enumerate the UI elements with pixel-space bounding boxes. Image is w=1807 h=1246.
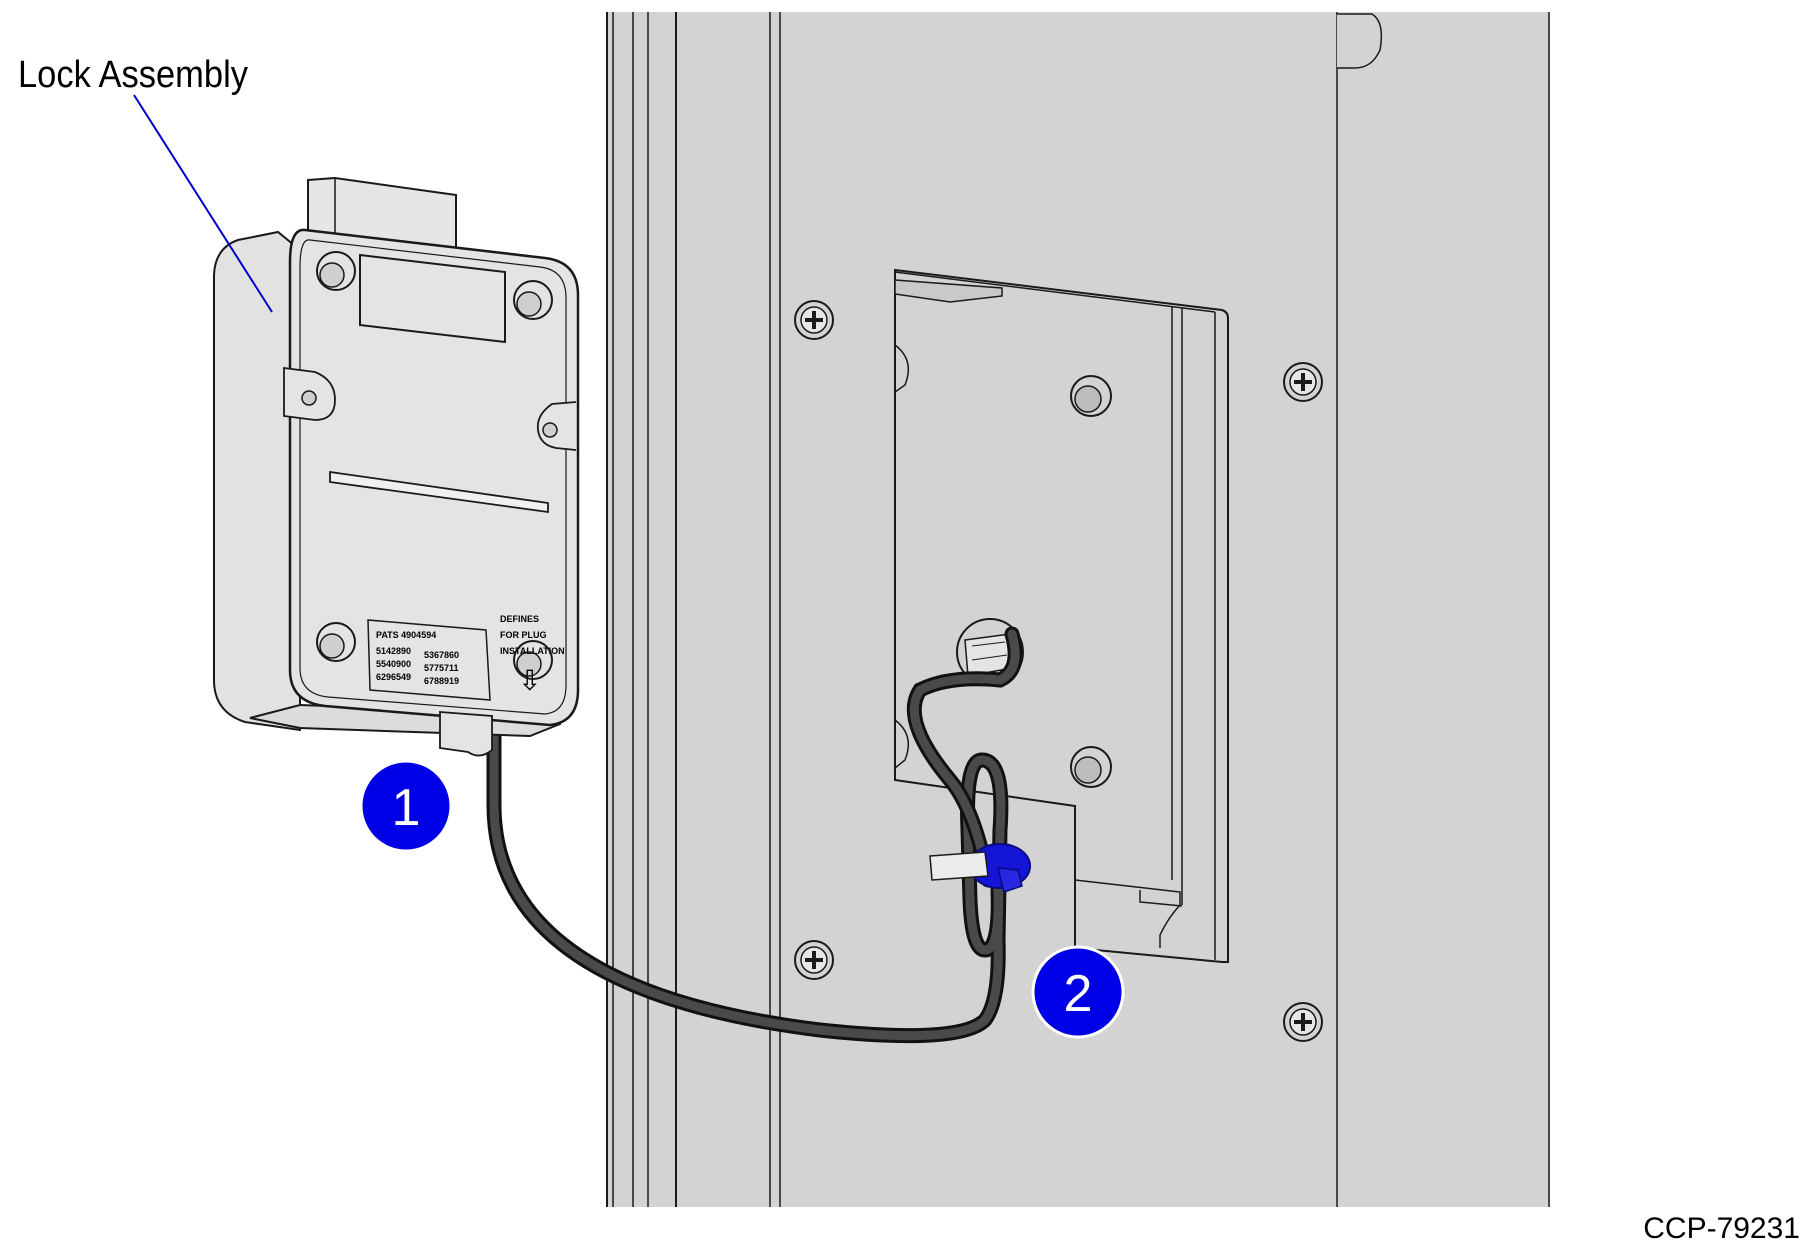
callout-1-number: 1	[392, 779, 421, 837]
cable-tie	[929, 843, 1031, 893]
bracket-hole-lower	[1070, 746, 1112, 788]
plate-patent-1a: 5142890	[376, 646, 411, 656]
plate-direction-2: FOR PLUG	[500, 630, 547, 640]
callout-2-number: 2	[1064, 965, 1093, 1023]
plate-patent-2a: 5367860	[424, 650, 459, 660]
lock-assembly-label: Lock Assembly	[18, 54, 248, 96]
panel-screw-bottom-left	[794, 940, 834, 980]
plate-direction-1: DEFINES	[500, 614, 539, 624]
panel-screw-top-right	[1283, 362, 1323, 402]
plate-patent-1c: 6296549	[376, 672, 411, 682]
plate-pats-line: PATS 4904594	[376, 630, 436, 640]
lock-cable	[486, 626, 1023, 1044]
plate-direction-arrow: ⇩	[518, 664, 541, 697]
panel-screw-top-left	[794, 300, 834, 340]
plate-patent-2c: 6788919	[424, 676, 459, 686]
plate-patent-1b: 5540900	[376, 659, 411, 669]
callout-2: 2	[1031, 945, 1125, 1039]
plate-patent-2b: 5775711	[424, 663, 459, 673]
lock-mounting-bracket	[894, 268, 1229, 963]
panel-screw-bottom-right	[1283, 1002, 1323, 1042]
callout-1: 1	[359, 759, 453, 853]
plate-direction-3: INSTALLATION	[500, 646, 565, 656]
lock-assembly: PATS 4904594 5142890 5540900 6296549 536…	[213, 176, 580, 757]
lock-assembly-leader-line	[133, 94, 273, 313]
figure-id: CCP-79231	[1643, 1212, 1800, 1245]
bracket-hole-upper	[1070, 375, 1112, 417]
